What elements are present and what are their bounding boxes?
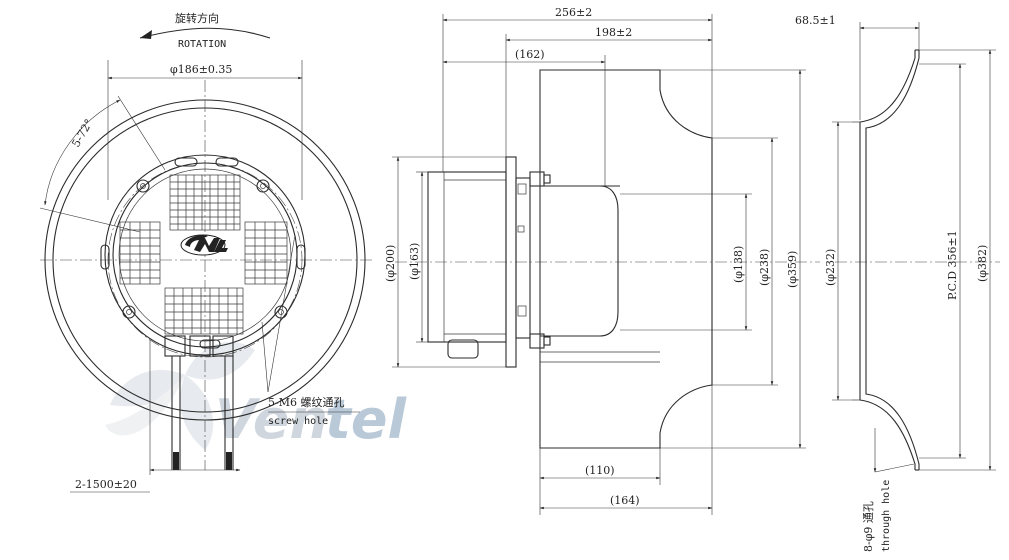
bolt-circle-dim-label: φ186±0.35 [170,63,232,76]
screw-leader-1 [261,321,269,393]
cables [171,356,234,470]
motor-housing-rim [118,168,292,342]
dim-angle-ext1 [39,207,141,233]
ring-profile-inner [865,50,920,470]
ring-profile-outer [859,50,916,470]
ring-outer-dia-label: (φ382) [976,245,989,282]
rotation-label-cn: 旋转方向 [175,11,219,25]
hub-dia-label: (φ138) [732,246,745,283]
side-view: 256±2 198±2 (162) (φ200) (φ163) (φ138) (… [384,6,820,515]
overall-length-label: 256±2 [555,6,592,19]
motor-body [427,171,507,343]
rotation-arrow-curve [139,27,271,39]
dim-angle-ext2 [117,95,166,171]
watermark-text-b: tel [325,388,407,451]
angle-dim-label: 5-72° [69,117,95,150]
dim-angle-arc [44,99,121,206]
watermark-text-a: Ven [215,388,328,451]
motor-length-label: (162) [515,48,545,61]
inlet-dia-label: (φ238) [758,249,771,286]
cooling-fins-right [244,221,288,285]
rotation-label-en: ROTATION [178,39,226,50]
through-hole-label-en: through hole [881,480,892,552]
ring-inner-dia-label: (φ232) [824,249,837,286]
through-hole-label-cn: 8-φ9 通孔 [862,501,875,552]
screw-leader-2 [267,234,296,393]
cable-dim-label: 2-1500±20 [75,478,137,491]
bolt-top [529,171,545,187]
motor-shaft-housing [515,177,531,339]
screw-hole-label-en: screw hole [268,416,328,427]
screw-hole-label-cn: 5-M6 螺纹通孔 [268,395,344,409]
motor-outer-dia-label: (φ200) [384,245,397,282]
impeller-hub [540,185,619,337]
ring-view: 68.5±1 (φ232) P.C.D 356±1 (φ382) 8-φ9 通孔… [795,14,1000,552]
impeller-length-label: 198±2 [595,26,632,39]
rotation-arrow-head-icon [140,30,152,39]
brand-logo-icon [180,234,228,256]
impeller-depth-label: (164) [610,494,640,507]
watermark-logo: Ven tel [105,342,407,451]
side-cable-gland [447,339,479,359]
cooling-fins-left [119,221,161,285]
cooling-fins-top [169,174,241,231]
cooling-fins-bottom [164,287,244,335]
outer-ring-inner [52,107,358,413]
pcd-label: P.C.D 356±1 [946,230,959,300]
outer-ring [44,99,366,421]
mounting-slots [100,157,306,349]
ring-width-label: 68.5±1 [795,14,836,27]
motor-inner-dia-label: (φ163) [408,243,421,280]
blade-depth-label: (110) [585,464,615,477]
front-view: 旋转方向 ROTATION φ186±0.35 5-72° 5-M6 螺纹通孔 … [39,11,375,493]
impeller-outline [539,69,713,449]
cable-glands [164,335,234,357]
impeller-dia-label: (φ359) [786,251,799,288]
